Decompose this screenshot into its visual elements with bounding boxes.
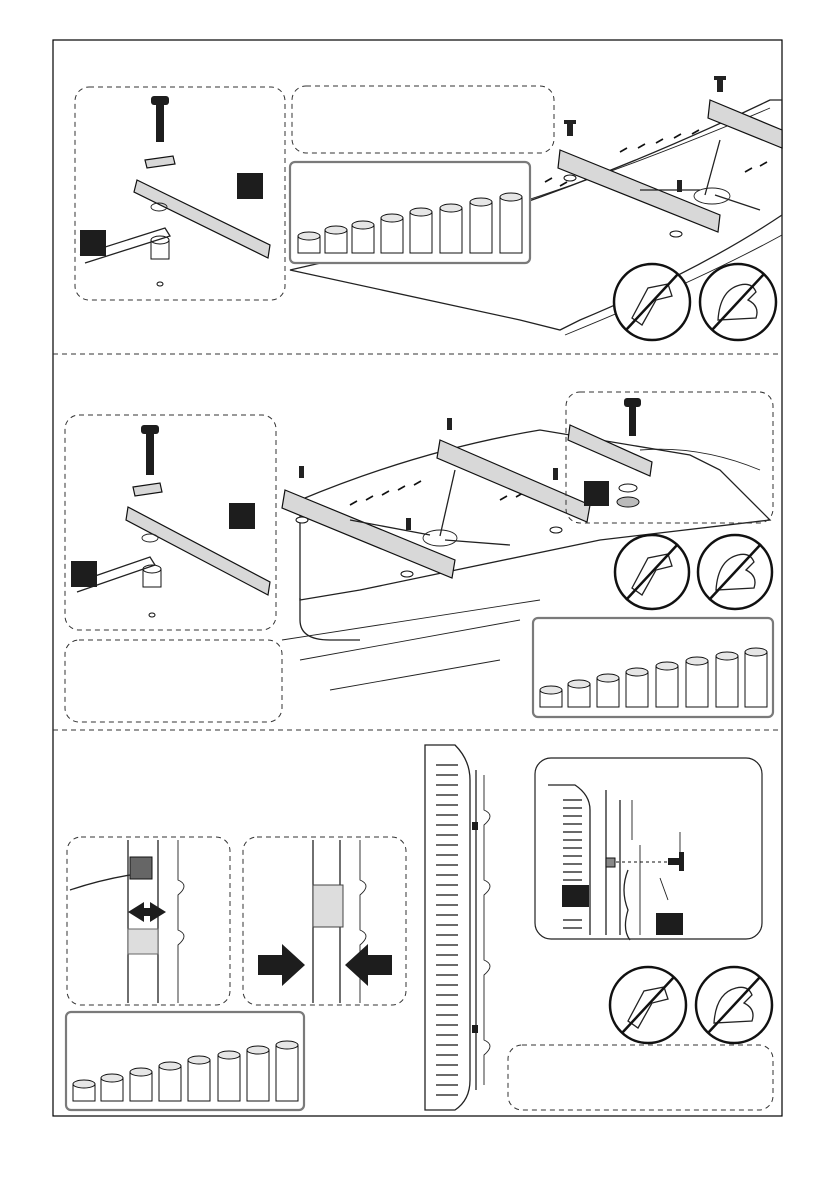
spacer-icon xyxy=(540,686,562,707)
mounting-bracket-icon xyxy=(282,490,455,578)
cable-plug-icon xyxy=(130,857,152,879)
spacer-icon xyxy=(500,193,522,253)
spacer-icon xyxy=(73,1080,95,1101)
push-arrow-icon xyxy=(258,944,392,986)
tv-edge-line xyxy=(300,598,360,640)
no-power-drill-icon xyxy=(615,535,689,609)
washer-plate xyxy=(133,483,162,496)
spacer-icon xyxy=(716,652,738,707)
spacer-icon xyxy=(656,662,678,707)
spacer-icon xyxy=(686,657,708,707)
spacer-icon xyxy=(352,221,374,253)
tv-stand-lines xyxy=(282,600,540,690)
no-overtighten-icon xyxy=(700,264,776,340)
callout-marker xyxy=(71,561,97,587)
spacer-icon xyxy=(597,674,619,707)
spacer-icon xyxy=(130,1068,152,1101)
spacer-icon xyxy=(188,1056,210,1101)
spacer-icon xyxy=(410,208,432,253)
spacer-icon xyxy=(276,1041,298,1101)
screw-icon xyxy=(624,398,641,436)
callout-marker xyxy=(229,503,255,529)
spacer-icon xyxy=(440,204,462,253)
mounting-bracket-icon xyxy=(558,150,720,232)
bracket-hub xyxy=(423,530,457,546)
spacer-icon xyxy=(745,648,767,707)
spacer-icon xyxy=(298,232,320,253)
vent-pattern xyxy=(350,481,523,505)
callout-marker xyxy=(584,481,609,506)
callout-marker xyxy=(237,173,263,199)
no-power-drill-icon xyxy=(610,967,686,1043)
step-2-section xyxy=(65,392,773,722)
spacer-icon xyxy=(218,1051,240,1101)
tv-side-view-icon xyxy=(425,745,490,1110)
spacer-icon xyxy=(381,214,403,253)
step-1-section xyxy=(75,76,782,340)
spacer-icon xyxy=(470,198,492,253)
spacer-block xyxy=(128,929,158,954)
text-callout xyxy=(65,640,282,722)
spacer-icon xyxy=(325,226,347,253)
bracket-hub xyxy=(694,188,730,204)
screw-icon xyxy=(141,425,159,475)
washer-icon xyxy=(619,484,637,492)
spacer-icon xyxy=(159,1062,181,1101)
spacer-block xyxy=(313,885,343,927)
spacer-icon xyxy=(626,668,648,707)
spacer-icon xyxy=(568,680,590,707)
mounting-bracket-icon xyxy=(437,440,590,522)
spacer-icon xyxy=(606,858,615,867)
washer-icon xyxy=(142,534,158,542)
no-power-drill-icon xyxy=(614,264,690,340)
no-overtighten-icon xyxy=(698,535,772,609)
spacer-icon xyxy=(247,1046,269,1101)
spacer-icon xyxy=(617,497,639,507)
mounting-bracket-icon xyxy=(568,425,652,476)
washer-plate xyxy=(145,156,175,168)
text-callout xyxy=(508,1045,773,1110)
bracket-profile xyxy=(178,840,184,1003)
double-arrow-icon xyxy=(128,902,166,922)
screw-icon xyxy=(151,96,169,142)
text-callout xyxy=(292,86,554,153)
step-3-section xyxy=(66,745,773,1110)
callout-marker xyxy=(80,230,106,256)
spacer-icon xyxy=(101,1074,123,1101)
callout-marker xyxy=(656,913,683,935)
callout-marker xyxy=(562,885,589,907)
no-overtighten-icon xyxy=(696,967,772,1043)
